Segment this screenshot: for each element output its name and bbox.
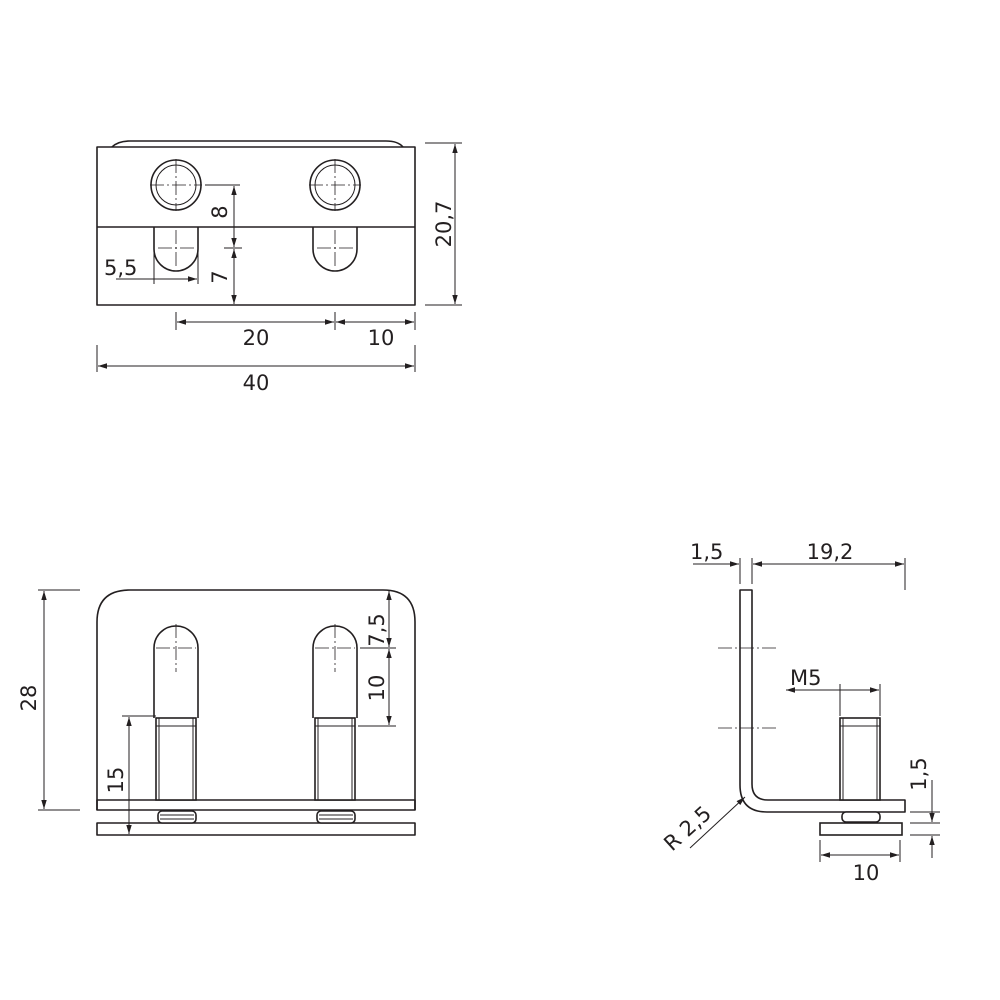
front-view-base-flange	[96, 799, 416, 811]
top-view: 20,7 8 7 5,5 20 10 40	[96, 140, 462, 395]
top-view-slot-right	[312, 227, 358, 272]
top-view-slot-left	[153, 227, 199, 272]
dim-label-top-pitch: 20	[243, 326, 270, 350]
dim-line-side-radius	[689, 796, 746, 849]
dim-label-side-radius: R 2,5	[659, 801, 716, 855]
dim-label-top-total-width: 40	[243, 371, 270, 395]
dim-label-side-depth: 19,2	[807, 540, 854, 564]
dim-label-side-pin-offset: 10	[853, 861, 880, 885]
side-view-pin	[819, 717, 903, 836]
side-view: 1,5 19,2 M5 R 2,5 1,5 10	[659, 540, 940, 885]
dim-label-top-slot-width: 5,5	[104, 256, 137, 280]
top-view-screw-head-left	[150, 159, 202, 211]
dim-label-front-height: 28	[17, 685, 41, 712]
dim-label-side-washer-thickness: 1,5	[907, 757, 931, 790]
front-view-plate	[96, 589, 416, 810]
front-view-washer-plate	[96, 822, 416, 836]
front-view-pin-right	[314, 717, 356, 824]
dim-label-front-slot-length: 10	[365, 675, 389, 702]
top-view-screw-head-right	[309, 159, 361, 211]
top-view-rear-flange	[111, 140, 404, 148]
top-view-outline	[96, 146, 416, 306]
side-view-washer	[819, 822, 903, 836]
dim-label-top-height: 20,7	[432, 201, 456, 248]
dim-label-front-pin-height: 15	[104, 767, 128, 794]
dim-label-side-thread: M5	[790, 666, 821, 690]
dim-label-front-slot-top: 7,5	[365, 613, 389, 646]
dim-label-top-slot-lower: 7	[208, 270, 232, 283]
front-view: 28 15 7,5 10	[17, 589, 416, 836]
dim-label-top-slot-upper: 8	[208, 205, 232, 218]
front-view-pin-left	[155, 717, 197, 824]
dim-label-top-edge-offset: 10	[368, 326, 395, 350]
dim-label-side-thickness: 1,5	[690, 540, 723, 564]
